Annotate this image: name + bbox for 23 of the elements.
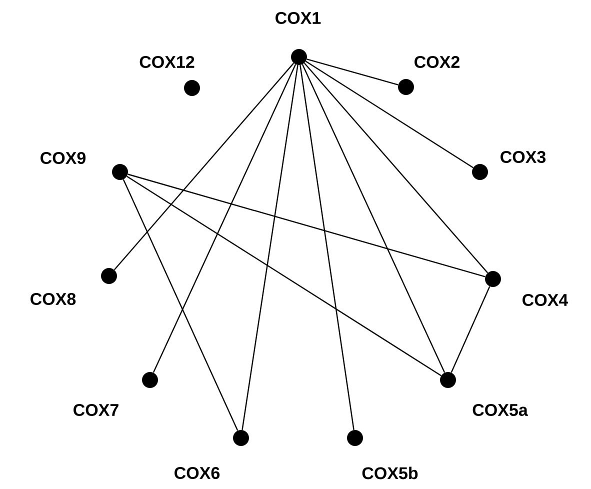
node-label: COX4 [522,294,568,306]
connector-line [152,64,296,373]
connector-line [128,174,486,278]
node-label: COX7 [74,404,118,416]
connector-line [306,60,474,168]
node-label: COX6 [174,466,220,479]
connector-line [122,179,238,431]
node-label: COX12 [140,56,194,68]
node-label: COX9 [40,152,86,164]
connector-line [242,65,298,430]
node-label: COX2 [414,56,460,68]
connector-line [300,65,354,430]
connector-line [306,58,398,86]
node-label: COX5b [362,466,418,480]
node-label: COX3 [500,150,546,164]
connector-line [304,62,488,274]
connector-line [126,176,442,376]
connector-line [302,64,446,373]
node-label: COX1 [276,12,321,24]
node-label: COX8 [30,292,76,305]
node-label: COX5a [472,404,528,416]
connector-line [114,62,294,270]
connector-line [450,286,490,373]
